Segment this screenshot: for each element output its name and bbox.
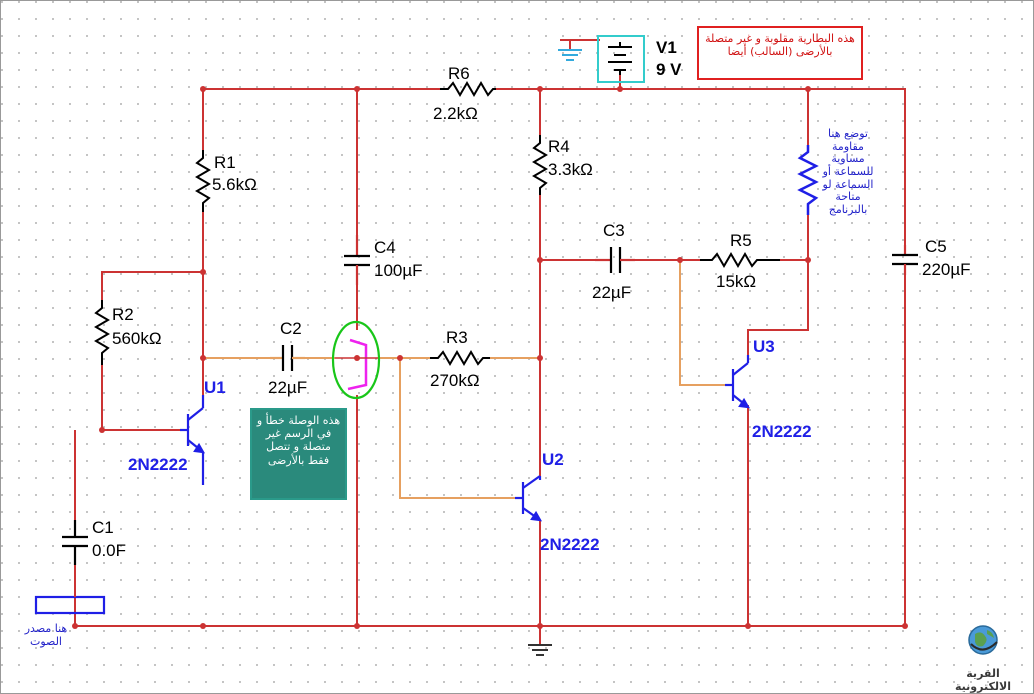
battery-v1 <box>608 42 632 75</box>
globe-icon <box>968 625 998 655</box>
label-c3-name: C3 <box>603 221 625 240</box>
label-u2-model: 2N2222 <box>540 535 600 554</box>
label-v1-value: 9 V <box>656 60 682 79</box>
battery-box <box>597 35 645 83</box>
label-r5-name: R5 <box>730 231 752 250</box>
label-v1-name: V1 <box>656 38 677 57</box>
label-u3-name: U3 <box>753 337 775 356</box>
fault-highlight-circle <box>331 320 381 400</box>
label-c3-value: 22µF <box>592 283 631 302</box>
label-r1-value: 5.6kΩ <box>212 175 257 194</box>
capacitor-c4 <box>344 235 370 285</box>
signal-wires <box>203 260 725 499</box>
label-r5-value: 15kΩ <box>716 272 756 291</box>
capacitor-c2 <box>270 345 305 371</box>
label-r6-name: R6 <box>448 64 470 83</box>
resistor-r4 <box>532 135 548 195</box>
audio-source <box>34 595 106 615</box>
label-c4-value: 100µF <box>374 261 423 280</box>
label-r1-name: R1 <box>214 153 236 172</box>
transistor-u2 <box>515 475 543 522</box>
label-c1-value: 0.0F <box>92 541 126 560</box>
label-c5-value: 220µF <box>922 260 971 279</box>
label-u3-model: 2N2222 <box>752 422 812 441</box>
capacitor-c3 <box>595 247 635 273</box>
resistors <box>94 81 780 366</box>
junctions <box>72 86 908 629</box>
label-u2-name: U2 <box>542 450 564 469</box>
label-r4-value: 3.3kΩ <box>548 160 593 179</box>
capacitor-c1 <box>62 520 88 565</box>
ground-symbol-main <box>528 644 552 656</box>
label-r2-name: R2 <box>112 305 134 324</box>
resistor-r2 <box>94 300 110 365</box>
resistor-r5 <box>700 252 780 268</box>
resistor-r6 <box>440 81 496 97</box>
label-u1-name: U1 <box>204 378 226 397</box>
label-r3-name: R3 <box>446 328 468 347</box>
transistor-u1 <box>180 395 206 485</box>
label-r3-value: 270kΩ <box>430 371 480 390</box>
label-c5-name: C5 <box>925 237 947 256</box>
label-r2-value: 560kΩ <box>112 329 162 348</box>
ground-symbol-battery <box>558 49 582 61</box>
label-c2-value: 22µF <box>268 378 307 397</box>
fault-wire <box>347 338 368 391</box>
resistor-r3 <box>430 350 490 366</box>
brand-logo: القرية الالكترونية <box>940 620 1026 693</box>
label-c2-name: C2 <box>280 319 302 338</box>
label-r6-value: 2.2kΩ <box>433 104 478 123</box>
note-audio-source: هنا مصدر الصوت <box>24 622 68 649</box>
label-c1-name: C1 <box>92 518 114 537</box>
transistor-u3 <box>725 355 751 409</box>
speaker-resistor <box>797 145 819 215</box>
resistor-r1 <box>195 150 211 212</box>
brand-name: القرية الالكترونية <box>955 667 1011 693</box>
note-speaker-resistor: توضع هنا مقاومة مساوية للسماعة أو السماع… <box>822 127 874 216</box>
note-battery-inverted: هذه البطارية مقلوبة و غير متصلة بالأرضى … <box>697 26 863 80</box>
note-wrong-connection: هذه الوصلة خطأ و في الرسم غير متصلة و تت… <box>250 408 347 500</box>
label-u1-model: 2N2222 <box>128 455 188 474</box>
capacitors <box>62 235 918 565</box>
label-c4-name: C4 <box>374 238 396 257</box>
capacitor-c5 <box>892 245 918 275</box>
label-r4-name: R4 <box>548 137 570 156</box>
